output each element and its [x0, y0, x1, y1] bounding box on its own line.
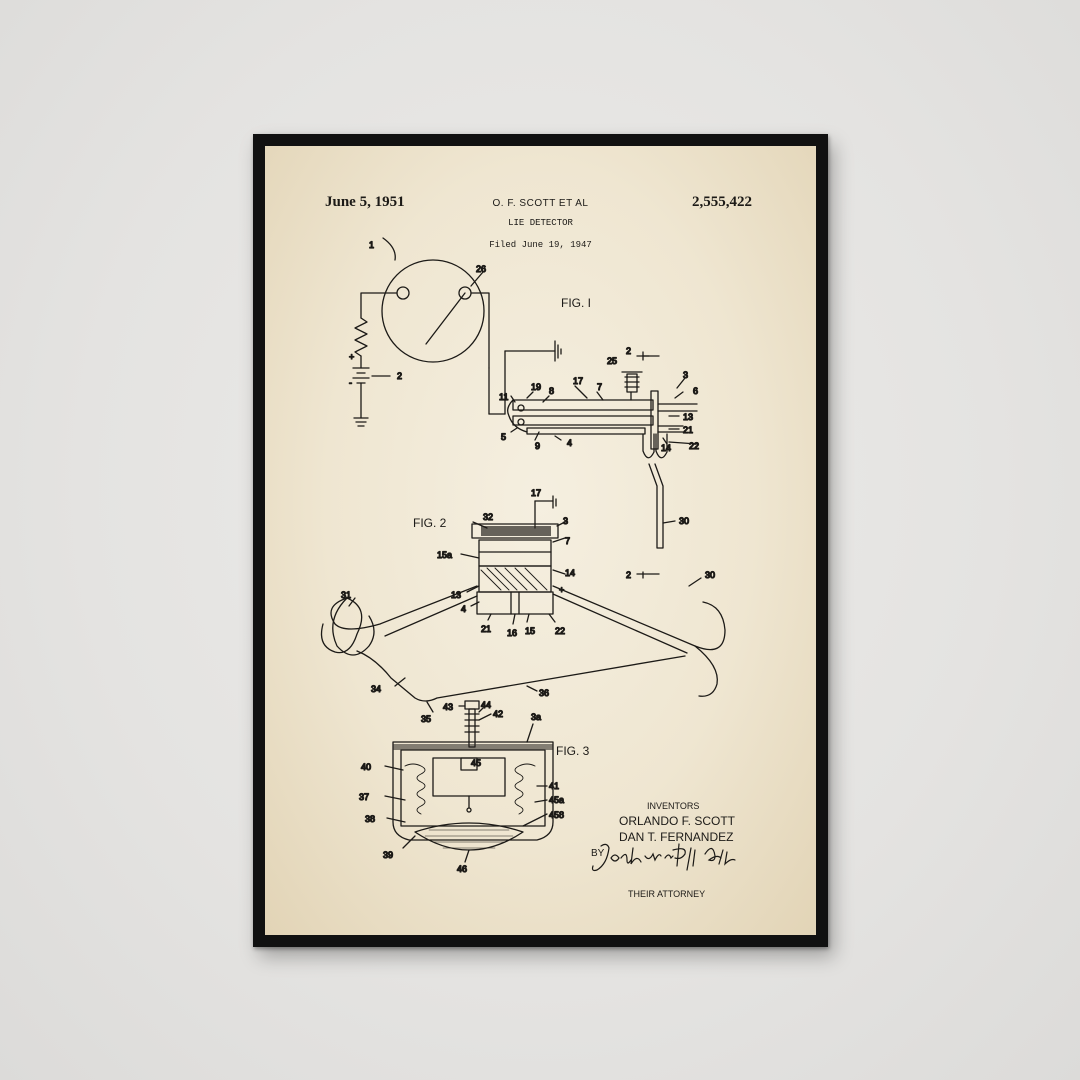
- ref-f3-44: 44: [481, 700, 491, 710]
- ref-22: 22: [689, 441, 699, 451]
- ref-f3-45a: 45a: [549, 795, 564, 805]
- patent-number: 2,555,422: [692, 194, 752, 210]
- ref-f3-37: 37: [359, 792, 369, 802]
- ref-f3-39: 39: [383, 850, 393, 860]
- ref-f2-13: 13: [451, 590, 461, 600]
- ref-25: 25: [607, 356, 617, 366]
- patent-drawing: 1 26 2 + - 25 2 2 3 6 17 7 19 8 11 5 9 4…: [320, 237, 726, 875]
- ref-17: 17: [573, 376, 583, 386]
- ref-19: 19: [531, 382, 541, 392]
- ref-11: 11: [499, 392, 508, 402]
- ref-f2-3: 3: [563, 516, 568, 526]
- ref-f3-46: 46: [457, 864, 467, 874]
- ref-8: 8: [549, 386, 554, 396]
- ref-13: 13: [683, 412, 693, 422]
- poster-frame: June 5, 1951 O. F. SCOTT ET AL LIE DETEC…: [253, 134, 828, 947]
- ref-7: 7: [597, 382, 602, 392]
- ref-f2-14: 14: [565, 568, 575, 578]
- ref-f2-7: 7: [565, 536, 570, 546]
- patent-date: June 5, 1951: [325, 194, 405, 210]
- fig-3-electrode: [384, 700, 554, 863]
- ref-f3-45: 45: [471, 758, 481, 768]
- ref-minus: -: [349, 378, 352, 388]
- ref-30: 30: [679, 516, 689, 526]
- patent-sheet: June 5, 1951 O. F. SCOTT ET AL LIE DETEC…: [265, 146, 816, 935]
- ref-f2-16: 16: [507, 628, 517, 638]
- ref-section-2-top: 2: [626, 346, 631, 356]
- ref-26: 26: [476, 264, 486, 274]
- fig-1-label: FIG. I: [561, 296, 591, 310]
- ref-1: 1: [369, 240, 374, 250]
- fig-2-label: FIG. 2: [413, 516, 447, 530]
- ref-4: 4: [567, 438, 572, 448]
- ref-f2-36: 36: [539, 688, 549, 698]
- ref-f3-43: 43: [443, 702, 453, 712]
- ref-f2-21: 21: [481, 624, 491, 634]
- fig-2-assembly: [320, 495, 726, 713]
- ref-f3-42: 42: [493, 709, 503, 719]
- ref-f3-41: 41: [549, 781, 559, 791]
- ref-plus: +: [349, 352, 354, 362]
- ref-5: 5: [501, 432, 506, 442]
- ref-14: 14: [661, 443, 671, 453]
- attorney-label: THEIR ATTORNEY: [628, 889, 706, 899]
- ref-f2-15: 15: [525, 626, 535, 636]
- ref-f2-34: 34: [371, 684, 381, 694]
- by-label: BY: [591, 848, 605, 859]
- ref-f3-38: 38: [365, 814, 375, 824]
- ref-3: 3: [683, 370, 688, 380]
- patent-filed-date: Filed June 19, 1947: [489, 240, 592, 250]
- inventor-name-2: DAN T. FERNANDEZ: [619, 830, 734, 844]
- fig-3-label: FIG. 3: [556, 744, 590, 758]
- ref-section-2-bottom: 2: [626, 570, 631, 580]
- ref-f3-458: 458: [549, 810, 564, 820]
- ref-9: 9: [535, 441, 540, 451]
- ref-f2-32: 32: [483, 512, 493, 522]
- ref-f2-31: 31: [341, 590, 351, 600]
- inventor-name-1: ORLANDO F. SCOTT: [619, 814, 736, 828]
- ref-f2-30: 30: [705, 570, 715, 580]
- patent-title: LIE DETECTOR: [508, 218, 573, 228]
- patent-authors: O. F. SCOTT ET AL: [492, 198, 589, 209]
- ref-f3-3a: 3a: [531, 712, 541, 722]
- ref-6: 6: [693, 386, 698, 396]
- ref-f2-4: 4: [461, 604, 466, 614]
- fig-1-circuit: [352, 237, 698, 579]
- ref-f3-40: 40: [361, 762, 371, 772]
- ref-f2-plus: +: [559, 585, 564, 595]
- ref-21: 21: [683, 425, 693, 435]
- ref-f2-35: 35: [421, 714, 431, 724]
- attorney-signature: [591, 843, 736, 872]
- ref-2: 2: [397, 371, 402, 381]
- ref-f2-22: 22: [555, 626, 565, 636]
- inventors-label: INVENTORS: [647, 801, 700, 811]
- ref-f2-15a: 15a: [437, 550, 452, 560]
- ref-f2-17: 17: [531, 488, 541, 498]
